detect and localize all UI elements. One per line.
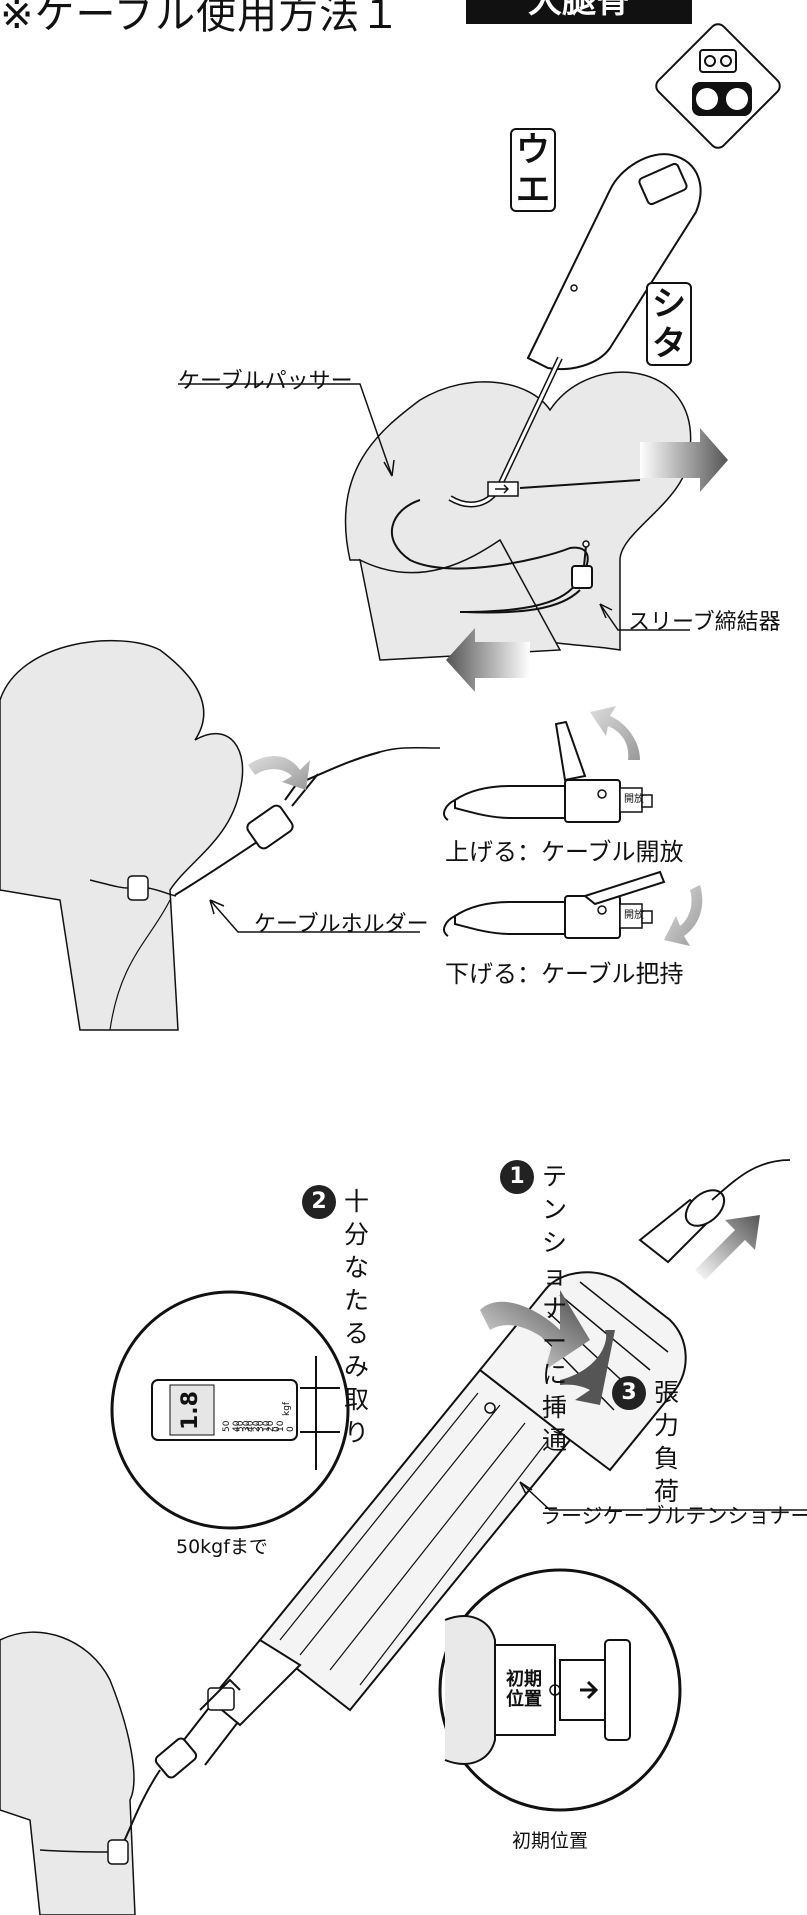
title-badge: 大腿骨 bbox=[466, 0, 692, 24]
holder-closeup-closed bbox=[443, 870, 666, 939]
label-initial-position: 初期位置 bbox=[512, 1830, 589, 1852]
gauge-unit: kgf bbox=[282, 1401, 292, 1416]
femur-head-upper bbox=[344, 371, 692, 661]
lever-tag-open: 開放 bbox=[624, 794, 644, 805]
label-large-tensioner: ラージケーブルテンショナー bbox=[540, 1504, 807, 1528]
step-text: テンショナーに挿通 bbox=[542, 1162, 568, 1455]
label-sleeve-crimper: スリーブ締結器 bbox=[628, 610, 781, 635]
initial-position-mark: 初期位置 bbox=[506, 1669, 542, 1710]
femur-lower bbox=[0, 1631, 136, 1915]
curved-arrow-icon bbox=[248, 755, 310, 790]
step-number: 1 bbox=[500, 1160, 534, 1194]
gauge-magnifier bbox=[110, 1290, 350, 1530]
curved-arrow-icon bbox=[590, 706, 640, 760]
right-arrow-icon bbox=[695, 1215, 760, 1280]
label-lower: 下げる：ケーブル把持 bbox=[445, 960, 684, 988]
label-cable-holder: ケーブルホルダー bbox=[254, 912, 429, 937]
initial-position-magnifier bbox=[438, 1568, 682, 1812]
curved-arrow-icon bbox=[480, 1290, 590, 1370]
label-cable-passer: ケーブルパッサー bbox=[178, 369, 353, 394]
step-1: 1 テンショナーに挿通 bbox=[500, 1160, 567, 1457]
label-raise: 上げる：ケーブル開放 bbox=[445, 838, 684, 866]
label-ue: ウエ bbox=[510, 128, 556, 212]
holder-closeup-open bbox=[443, 720, 653, 823]
crimper-sleeve-icon bbox=[655, 23, 781, 149]
curved-arrow-icon bbox=[664, 885, 703, 946]
sleeve-crimper bbox=[464, 540, 593, 614]
label-max-force: 50kgfまで bbox=[176, 1536, 268, 1558]
step-2: 2 十分なたるみ取り bbox=[302, 1185, 369, 1449]
lever-tag-closed: 開放 bbox=[624, 910, 644, 921]
step-3: 3 張力負荷 bbox=[612, 1376, 679, 1508]
page-title: ※ケーブル使用方法１ bbox=[0, 0, 402, 38]
step-number: 2 bbox=[302, 1185, 336, 1219]
gauge-readout: 1.8 bbox=[178, 1391, 203, 1430]
step-number: 3 bbox=[612, 1376, 646, 1410]
label-shita: シタ bbox=[646, 282, 692, 366]
return-arrow-icon bbox=[560, 1330, 615, 1405]
step-text: 十分なたるみ取り bbox=[344, 1187, 370, 1447]
step-text: 張力負荷 bbox=[654, 1378, 680, 1506]
cable-holder-device bbox=[89, 746, 441, 901]
gauge-scale-bottom: 50 40 30 20 10 0 bbox=[236, 1420, 296, 1432]
right-arrow-icon bbox=[640, 428, 728, 492]
left-arrow-icon bbox=[446, 628, 530, 692]
cable-passer bbox=[448, 153, 702, 508]
femur-middle bbox=[0, 639, 244, 1031]
cable-upper bbox=[390, 479, 641, 613]
